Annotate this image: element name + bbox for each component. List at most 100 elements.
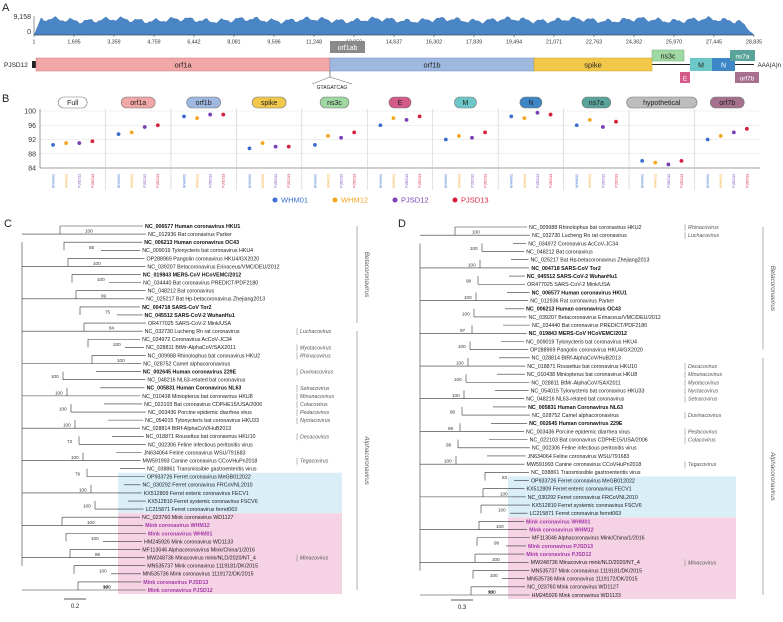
subgenus-label: Colacovirus <box>688 438 716 444</box>
tree-tip-label: NC_039207 Betacoronavirus Erinaceus/VMC/… <box>147 264 279 270</box>
tree-tip-label: NC_032730 Lucheng Rn rat coronavirus <box>145 329 240 335</box>
identity-group-badge <box>581 96 612 109</box>
tree-tip-label: NC_023760 Mink coronavirus WD1127 <box>527 585 619 591</box>
scale-bar-label: 0.3 <box>458 605 467 611</box>
identity-point <box>142 125 147 129</box>
identity-strain-label: PJSD12 <box>338 174 343 188</box>
identity-group-label: E <box>398 100 403 107</box>
coverage-tick-label: 27,445 <box>706 40 722 46</box>
identity-strain-label: WHM01 <box>705 174 710 188</box>
identity-group-label: spike <box>261 100 277 107</box>
genome-map: PJSD12 orf1a orf1b orf1ab GTAGATCAG spik… <box>4 41 781 91</box>
bootstrap-value: 100 <box>458 344 466 349</box>
identity-strain-label: WHM12 <box>456 174 461 188</box>
legend-label: WHM12 <box>341 196 368 205</box>
bootstrap-value: 100 <box>488 590 496 595</box>
coverage-tick-label: 24,362 <box>626 40 642 46</box>
identity-group-label: N <box>528 100 533 107</box>
identity-strain-label: WHM12 <box>129 174 134 188</box>
gene-spike <box>533 57 653 72</box>
panel-label-a: A <box>2 2 10 14</box>
identity-ytick: 92 <box>28 137 36 144</box>
tree-tip-label: Mink coronavirus WHM12 <box>145 523 210 529</box>
legend-marker <box>272 197 278 203</box>
panel-label-b: B <box>2 93 9 105</box>
bootstrap-value: 85 <box>89 245 95 250</box>
gene-E <box>680 72 690 83</box>
identity-point <box>182 114 186 119</box>
tree-tip-label: MW591993 Canine coronavirus CCoVHuPn2018 <box>143 458 258 464</box>
tree-tip-label: NC_005831 Human Coronavirus NL63 <box>528 405 623 411</box>
identity-point <box>483 130 487 135</box>
identity-strain-label: WHM01 <box>181 174 186 188</box>
identity-strain-label: PJSD12 <box>600 174 605 188</box>
tree-tip-label: NC_003436 Porcine epidemic diarrhea viru… <box>526 429 630 435</box>
identity-point <box>587 118 592 122</box>
bootstrap-value: 100 <box>454 377 462 382</box>
subgenus-label: Myotacovirus <box>300 345 332 351</box>
ferret-clade-highlight <box>508 476 736 518</box>
identity-point <box>116 132 121 137</box>
gene-ns7a-label: ns7a <box>735 54 749 61</box>
identity-group-badge <box>120 96 156 109</box>
bootstrap-value: 100 <box>464 295 472 300</box>
tree-tip-label: NC_054015 Tylonycteris bat coronavirus H… <box>145 418 259 424</box>
identity-point <box>679 158 684 163</box>
identity-strain-label: PJSD12 <box>142 174 147 188</box>
identity-point <box>640 158 645 163</box>
bootstrap-value: 98 <box>446 442 452 447</box>
gene-orf1ab <box>330 41 365 53</box>
subgenus-label: Minacovirus <box>300 556 329 562</box>
tree-tip-label: NC_002645 Human coronavirus 229E <box>143 370 237 376</box>
panel-label-d: D <box>398 218 406 230</box>
bootstrap-value: 100 <box>470 246 478 251</box>
tree-tip-label: MW248736 Minacovirus mink/NLD/2020/NT_4 <box>147 556 256 562</box>
identity-point <box>391 116 396 121</box>
tree-tip-label: NC_045512 SARS-CoV-2 WuhanHu1 <box>527 274 617 280</box>
identity-group-badge <box>58 96 88 109</box>
identity-ytick: 96 <box>28 123 36 130</box>
tree-d: NC_009988 Rhinolophus bat coronavirus HK… <box>419 224 776 611</box>
tree-tip-label: NC_022103 Bat coronavirus CDPHE15/USA/20… <box>144 402 262 408</box>
identity-strain-label: WHM12 <box>64 174 69 188</box>
tree-tip-label: NC_025217 Bat Hp-betacoronavirus Zhejian… <box>146 297 265 303</box>
tree-tip-label: KX512810 Ferret systemic coronavirus FSC… <box>148 499 258 505</box>
coverage-ymax: 9,158 <box>13 14 31 21</box>
subgenus-label: Setracovirus <box>688 397 718 403</box>
tree-tip-label: HM245926 Mink coronavirus WD1133 <box>532 593 621 599</box>
identity-strain-label: WHM12 <box>718 174 723 188</box>
bootstrap-value: 83 <box>502 475 508 480</box>
identity-strain-label: WHM01 <box>312 174 317 188</box>
tree-tip-label: OP288969 Pangolin coronavirus HKU4/GX202… <box>146 256 259 262</box>
tree-tip-label: NC_023760 Mink coronavirus WD1127 <box>142 515 234 521</box>
identity-group-label: ns3c <box>327 100 342 107</box>
tree-tip-label: NC_006577 Human coronavirus HKU1 <box>532 290 627 296</box>
tree-tip-label: NC_018871 Rousettus bat coronavirus HKU1… <box>527 364 637 370</box>
tree-tip-label: NC_006577 Human coronavirus HKU1 <box>145 224 240 230</box>
bootstrap-value: 98 <box>466 279 472 284</box>
identity-strain-label: PJSD13 <box>352 174 357 188</box>
bootstrap-value: 100 <box>444 459 452 464</box>
tree-tip-label: NC_010438 Miniopterus bat coronavirus HK… <box>142 394 252 400</box>
tree-tip-label: NC_012936 Rat coronavirus Parker <box>530 299 614 305</box>
identity-point <box>653 160 658 165</box>
identity-strain-label: PJSD12 <box>404 174 409 188</box>
identity-strain-label: WHM01 <box>116 174 121 188</box>
bootstrap-value: 100 <box>468 262 476 267</box>
identity-group-badge <box>388 96 412 109</box>
subgenus-label: Nyctacovirus <box>688 389 719 395</box>
tree-tip-label: MN535737 Mink coronavirus 1119181/DK/201… <box>147 564 258 570</box>
tree-tip-label: NC_019843 MERS-CoV HCoVEMC/2012 <box>143 272 241 278</box>
bootstrap-value: 100 <box>117 358 125 363</box>
identity-group-badge <box>626 96 698 109</box>
bootstrap-value: 100 <box>59 407 67 412</box>
bootstrap-value: 75 <box>105 309 111 314</box>
identity-point <box>535 110 540 115</box>
tree-tip-label: NC_048212 Bat coronavirus <box>148 289 215 295</box>
bootstrap-value: 100 <box>103 585 111 590</box>
identity-strain-label: WHM12 <box>194 174 199 188</box>
legend-marker <box>392 197 398 203</box>
tree-tip-label: NC_022103 Bat coronavirus CDPHE15/USA/20… <box>530 438 648 444</box>
identity-point <box>417 114 422 119</box>
